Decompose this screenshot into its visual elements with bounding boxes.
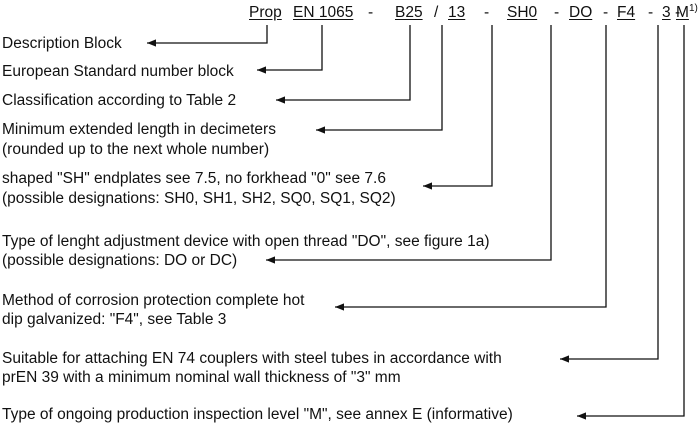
desc-adjustment-line1: Type of lenght adjustment device with op… xyxy=(2,233,490,250)
code-b25: B25 xyxy=(395,4,423,21)
code-dash-1: - xyxy=(368,4,374,21)
leader-m xyxy=(577,25,685,420)
leader-b25 xyxy=(276,25,411,104)
desc-min-length-line1: Minimum extended length in decimeters xyxy=(2,121,276,138)
leader-f4 xyxy=(335,25,607,311)
leader-en1065 xyxy=(257,25,323,74)
code-en1065: EN 1065 xyxy=(293,4,354,21)
desc-standard-number: European Standard number block xyxy=(2,63,234,80)
footnote-mark: 1) xyxy=(689,3,698,14)
desc-corrosion-line2: dip galvanized: "F4", see Table 3 xyxy=(2,311,227,328)
code-dash-6: - xyxy=(675,4,681,21)
desc-min-length-line2: (rounded up to the next whole number) xyxy=(2,141,270,158)
code-f4: F4 xyxy=(617,4,636,21)
desc-couplers-line2: prEN 39 with a minimum nominal wall thic… xyxy=(2,369,401,386)
code-13: 13 xyxy=(448,4,466,21)
desc-adjustment-line2: (possible designations: DO or DC) xyxy=(2,252,238,269)
code-m: M xyxy=(676,4,689,21)
desc-endplates-line1: shaped "SH" endplates see 7.5, no forkhe… xyxy=(2,170,386,187)
code-dash-5: - xyxy=(648,4,654,21)
code-do: DO xyxy=(569,4,593,21)
desc-inspection: Type of ongoing production inspection le… xyxy=(2,406,513,423)
leader-13 xyxy=(316,25,443,134)
code-dash-2: - xyxy=(484,4,490,21)
code-sh0: SH0 xyxy=(507,4,538,21)
leader-prop xyxy=(147,25,268,47)
code-3: 3 xyxy=(662,4,671,21)
code-slash: / xyxy=(434,4,439,21)
desc-couplers-line1: Suitable for attaching EN 74 couplers wi… xyxy=(2,350,502,367)
desc-description-block: Description Block xyxy=(2,35,122,52)
leader-3 xyxy=(560,25,659,363)
desc-corrosion-line1: Method of corrosion protection complete … xyxy=(2,292,305,309)
code-prop: Prop xyxy=(249,4,282,21)
leader-do xyxy=(266,25,552,264)
leader-sh0 xyxy=(423,25,493,190)
code-dash-3: - xyxy=(554,4,560,21)
desc-endplates-line2: (possible designations: SH0, SH1, SH2, S… xyxy=(2,190,396,207)
desc-classification: Classification according to Table 2 xyxy=(2,92,237,109)
code-dash-4: - xyxy=(603,4,609,21)
